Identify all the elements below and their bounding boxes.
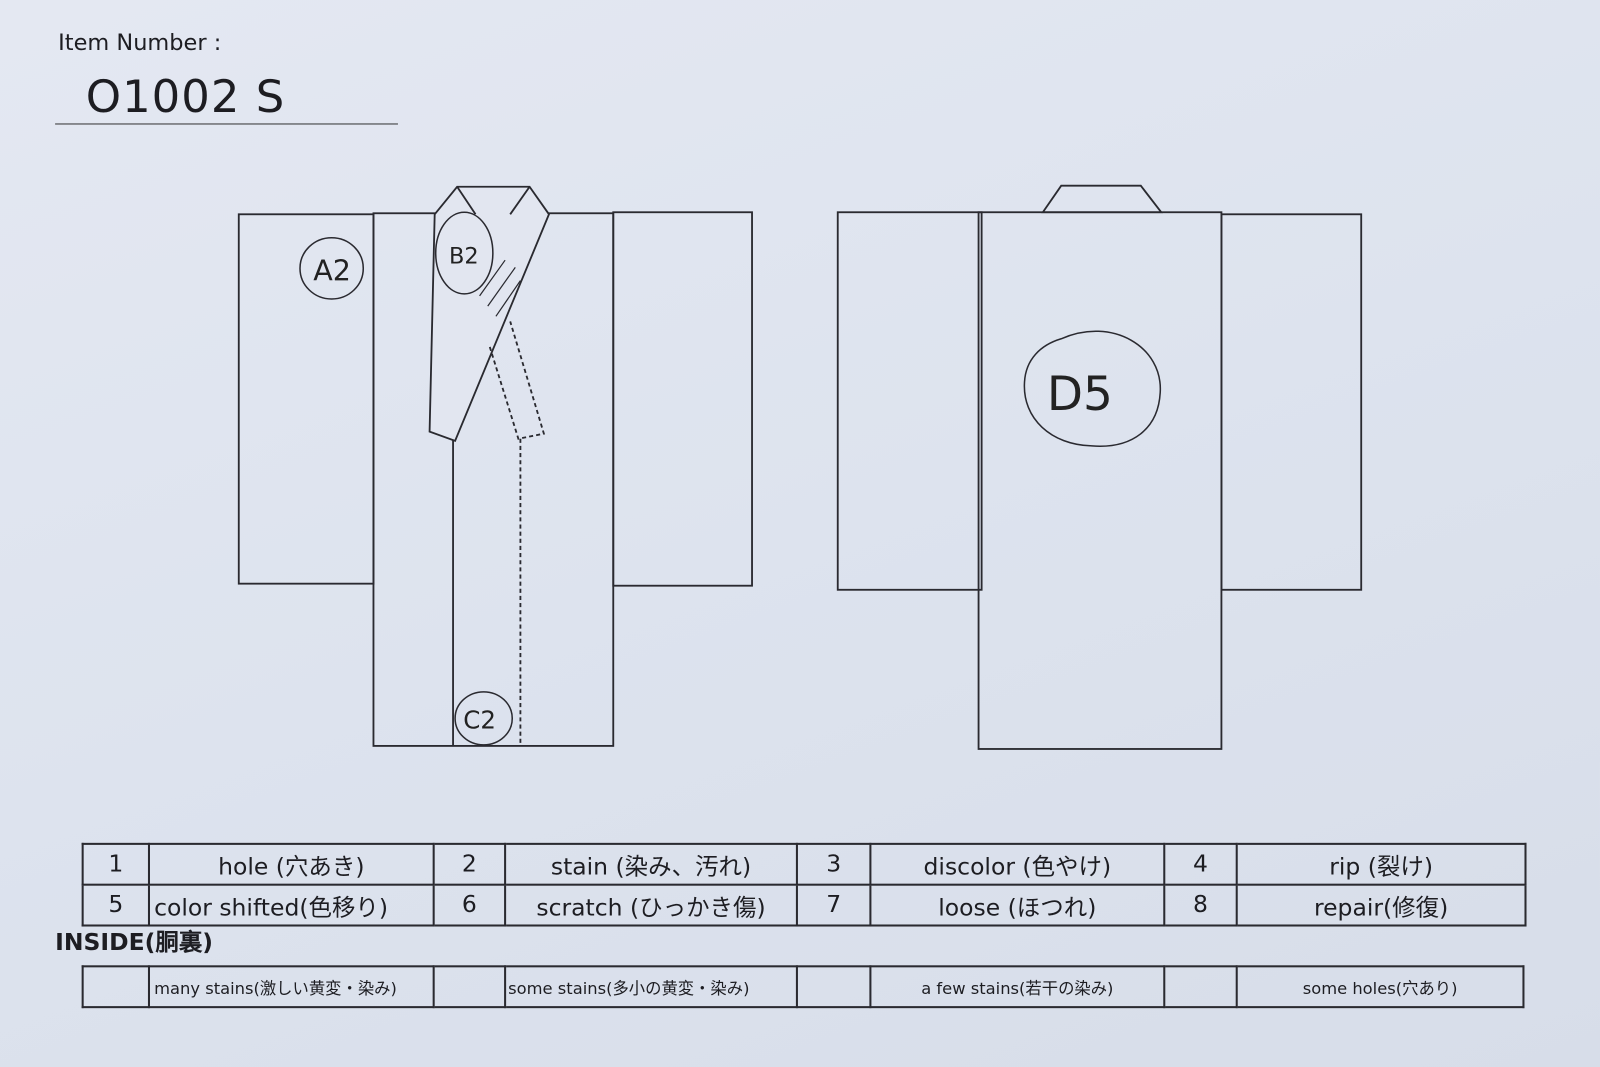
- legend-num: 5: [81, 883, 150, 927]
- legend-num: 2: [432, 842, 507, 886]
- inside-option: some stains(多小の黄変・染み): [504, 965, 798, 1009]
- mark-circle-b: [434, 211, 494, 295]
- legend-label: hole (穴あき): [147, 842, 435, 886]
- item-number-underline: [55, 123, 398, 125]
- annotation-a: A2: [313, 254, 351, 288]
- legend-num: 8: [1163, 883, 1238, 927]
- annotation-d: D5: [1047, 367, 1113, 422]
- legend-label: repair(修復): [1235, 883, 1527, 927]
- legend-label: rip (裂け): [1235, 842, 1527, 886]
- back-left-sleeve: [836, 211, 983, 591]
- legend-num: 3: [795, 842, 872, 886]
- kimono-back: [836, 184, 1363, 750]
- checkbox-cell[interactable]: [795, 965, 872, 1009]
- checkbox-cell[interactable]: [432, 965, 507, 1009]
- damage-marks: [299, 211, 1161, 746]
- legend-num: 4: [1163, 842, 1238, 886]
- annotation-c: C2: [463, 706, 496, 735]
- legend-num: 7: [795, 883, 872, 927]
- legend-label: scratch (ひっかき傷): [504, 883, 798, 927]
- annotation-b: B2: [449, 243, 479, 269]
- front-collar: [428, 185, 551, 442]
- legend-num: 6: [432, 883, 507, 927]
- legend-label: color shifted(色移り): [147, 883, 435, 927]
- back-collar: [1041, 184, 1164, 214]
- mark-circle-c: [454, 691, 514, 746]
- legend-label: discolor (色やけ): [869, 842, 1166, 886]
- checkbox-cell[interactable]: [81, 965, 150, 1009]
- kimono-front: [237, 185, 753, 747]
- legend-label: loose (ほつれ): [869, 883, 1166, 927]
- legend-label: stain (染み、汚れ): [504, 842, 798, 886]
- legend-num: 1: [81, 842, 150, 886]
- back-body: [977, 211, 1223, 750]
- item-number-value: O1002 S: [85, 71, 286, 124]
- front-right-sleeve: [612, 211, 753, 587]
- inside-condition-table: many stains(激しい黄変・染み) some stains(多小の黄変・…: [81, 965, 1525, 1009]
- inside-option: a few stains(若干の染み): [869, 965, 1166, 1009]
- inside-option: many stains(激しい黄変・染み): [147, 965, 435, 1009]
- front-left-sleeve: [237, 213, 375, 585]
- mark-circle-d: [1023, 330, 1161, 447]
- inside-option: some holes(穴あり): [1235, 965, 1525, 1009]
- table-row: many stains(激しい黄変・染み) some stains(多小の黄変・…: [81, 965, 1525, 1009]
- inside-section-title: INSIDE(胴裏): [55, 929, 214, 957]
- checkbox-cell[interactable]: [1163, 965, 1238, 1009]
- mark-circle-a: [299, 236, 365, 300]
- item-number-label: Item Number :: [58, 30, 222, 57]
- back-right-sleeve: [1220, 213, 1363, 591]
